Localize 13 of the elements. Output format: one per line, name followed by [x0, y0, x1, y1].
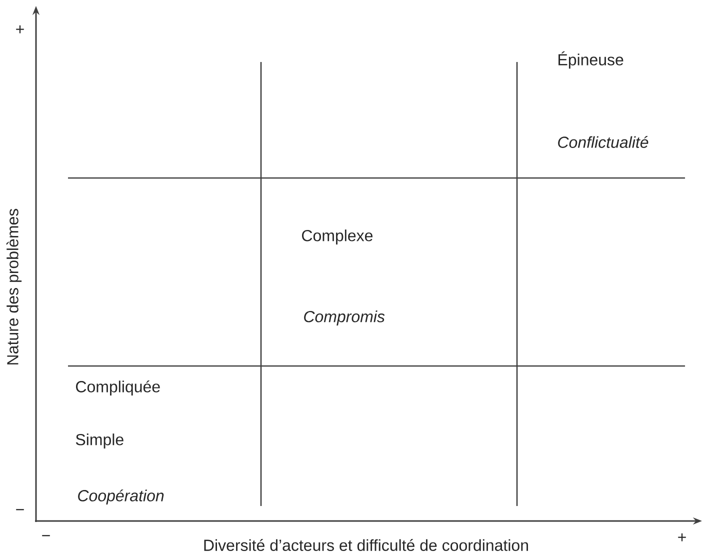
- axis-sign: −: [16, 509, 24, 510]
- zone-label: Épineuse: [558, 51, 624, 69]
- axis-sign: −: [42, 535, 50, 536]
- axis-title: Nature des problèmes: [6, 208, 22, 364]
- zone-label: Compliquée: [76, 380, 160, 396]
- mode-label: Compromis: [304, 310, 385, 326]
- zone-label: Complexe: [302, 230, 373, 244]
- axis-sign: +: [678, 533, 686, 542]
- axis-sign: +: [16, 25, 24, 34]
- axis-title: Diversité d’acteurs et difficulté de coordination: [204, 539, 528, 551]
- zone-label: Simple: [76, 434, 124, 448]
- mode-label: Coopération: [78, 489, 164, 505]
- mode-label: Conflictualité: [558, 136, 648, 148]
